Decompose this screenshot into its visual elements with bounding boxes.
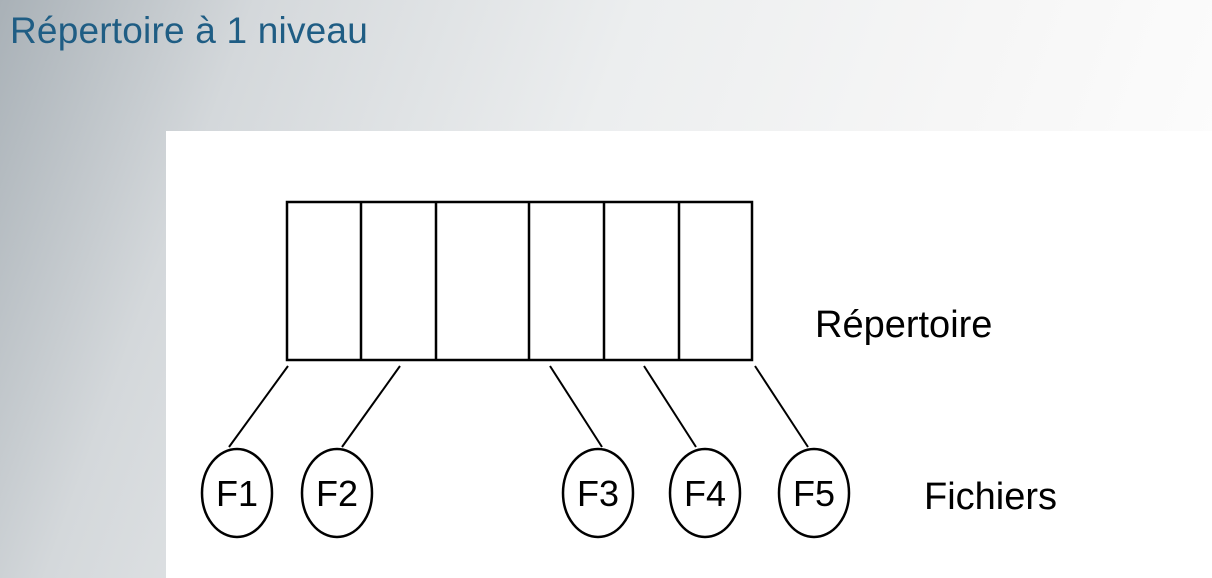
- file-node-f1: [200, 447, 274, 539]
- connector-f1: [228, 365, 289, 448]
- directory-outline: [285, 200, 754, 362]
- connector-f2: [341, 365, 401, 448]
- diagram-panel: F1 F2 F3 F4 F5 Répertoire Fichiers: [166, 131, 1212, 578]
- files-label: Fichiers: [924, 476, 1057, 518]
- file-label-f1: F1: [216, 473, 258, 514]
- connectors: [228, 365, 809, 448]
- directory-label: Répertoire: [815, 304, 992, 346]
- file-label-f5: F5: [793, 473, 835, 514]
- file-label-f2: F2: [316, 473, 358, 514]
- file-label-f4: F4: [684, 473, 726, 514]
- connector-f3: [549, 365, 603, 448]
- file-label-f3: F3: [577, 473, 619, 514]
- file-node-f5: [777, 447, 851, 539]
- directory-box: [285, 200, 754, 362]
- file-node-f4: [668, 447, 742, 539]
- directory-diagram: F1 F2 F3 F4 F5 Répertoire Fichiers: [200, 200, 1057, 539]
- file-node-f3: [561, 447, 635, 539]
- connector-f4: [643, 365, 697, 448]
- slide-title: Répertoire à 1 niveau: [10, 10, 368, 51]
- file-node-f2: [300, 447, 374, 539]
- connector-f5: [754, 365, 809, 448]
